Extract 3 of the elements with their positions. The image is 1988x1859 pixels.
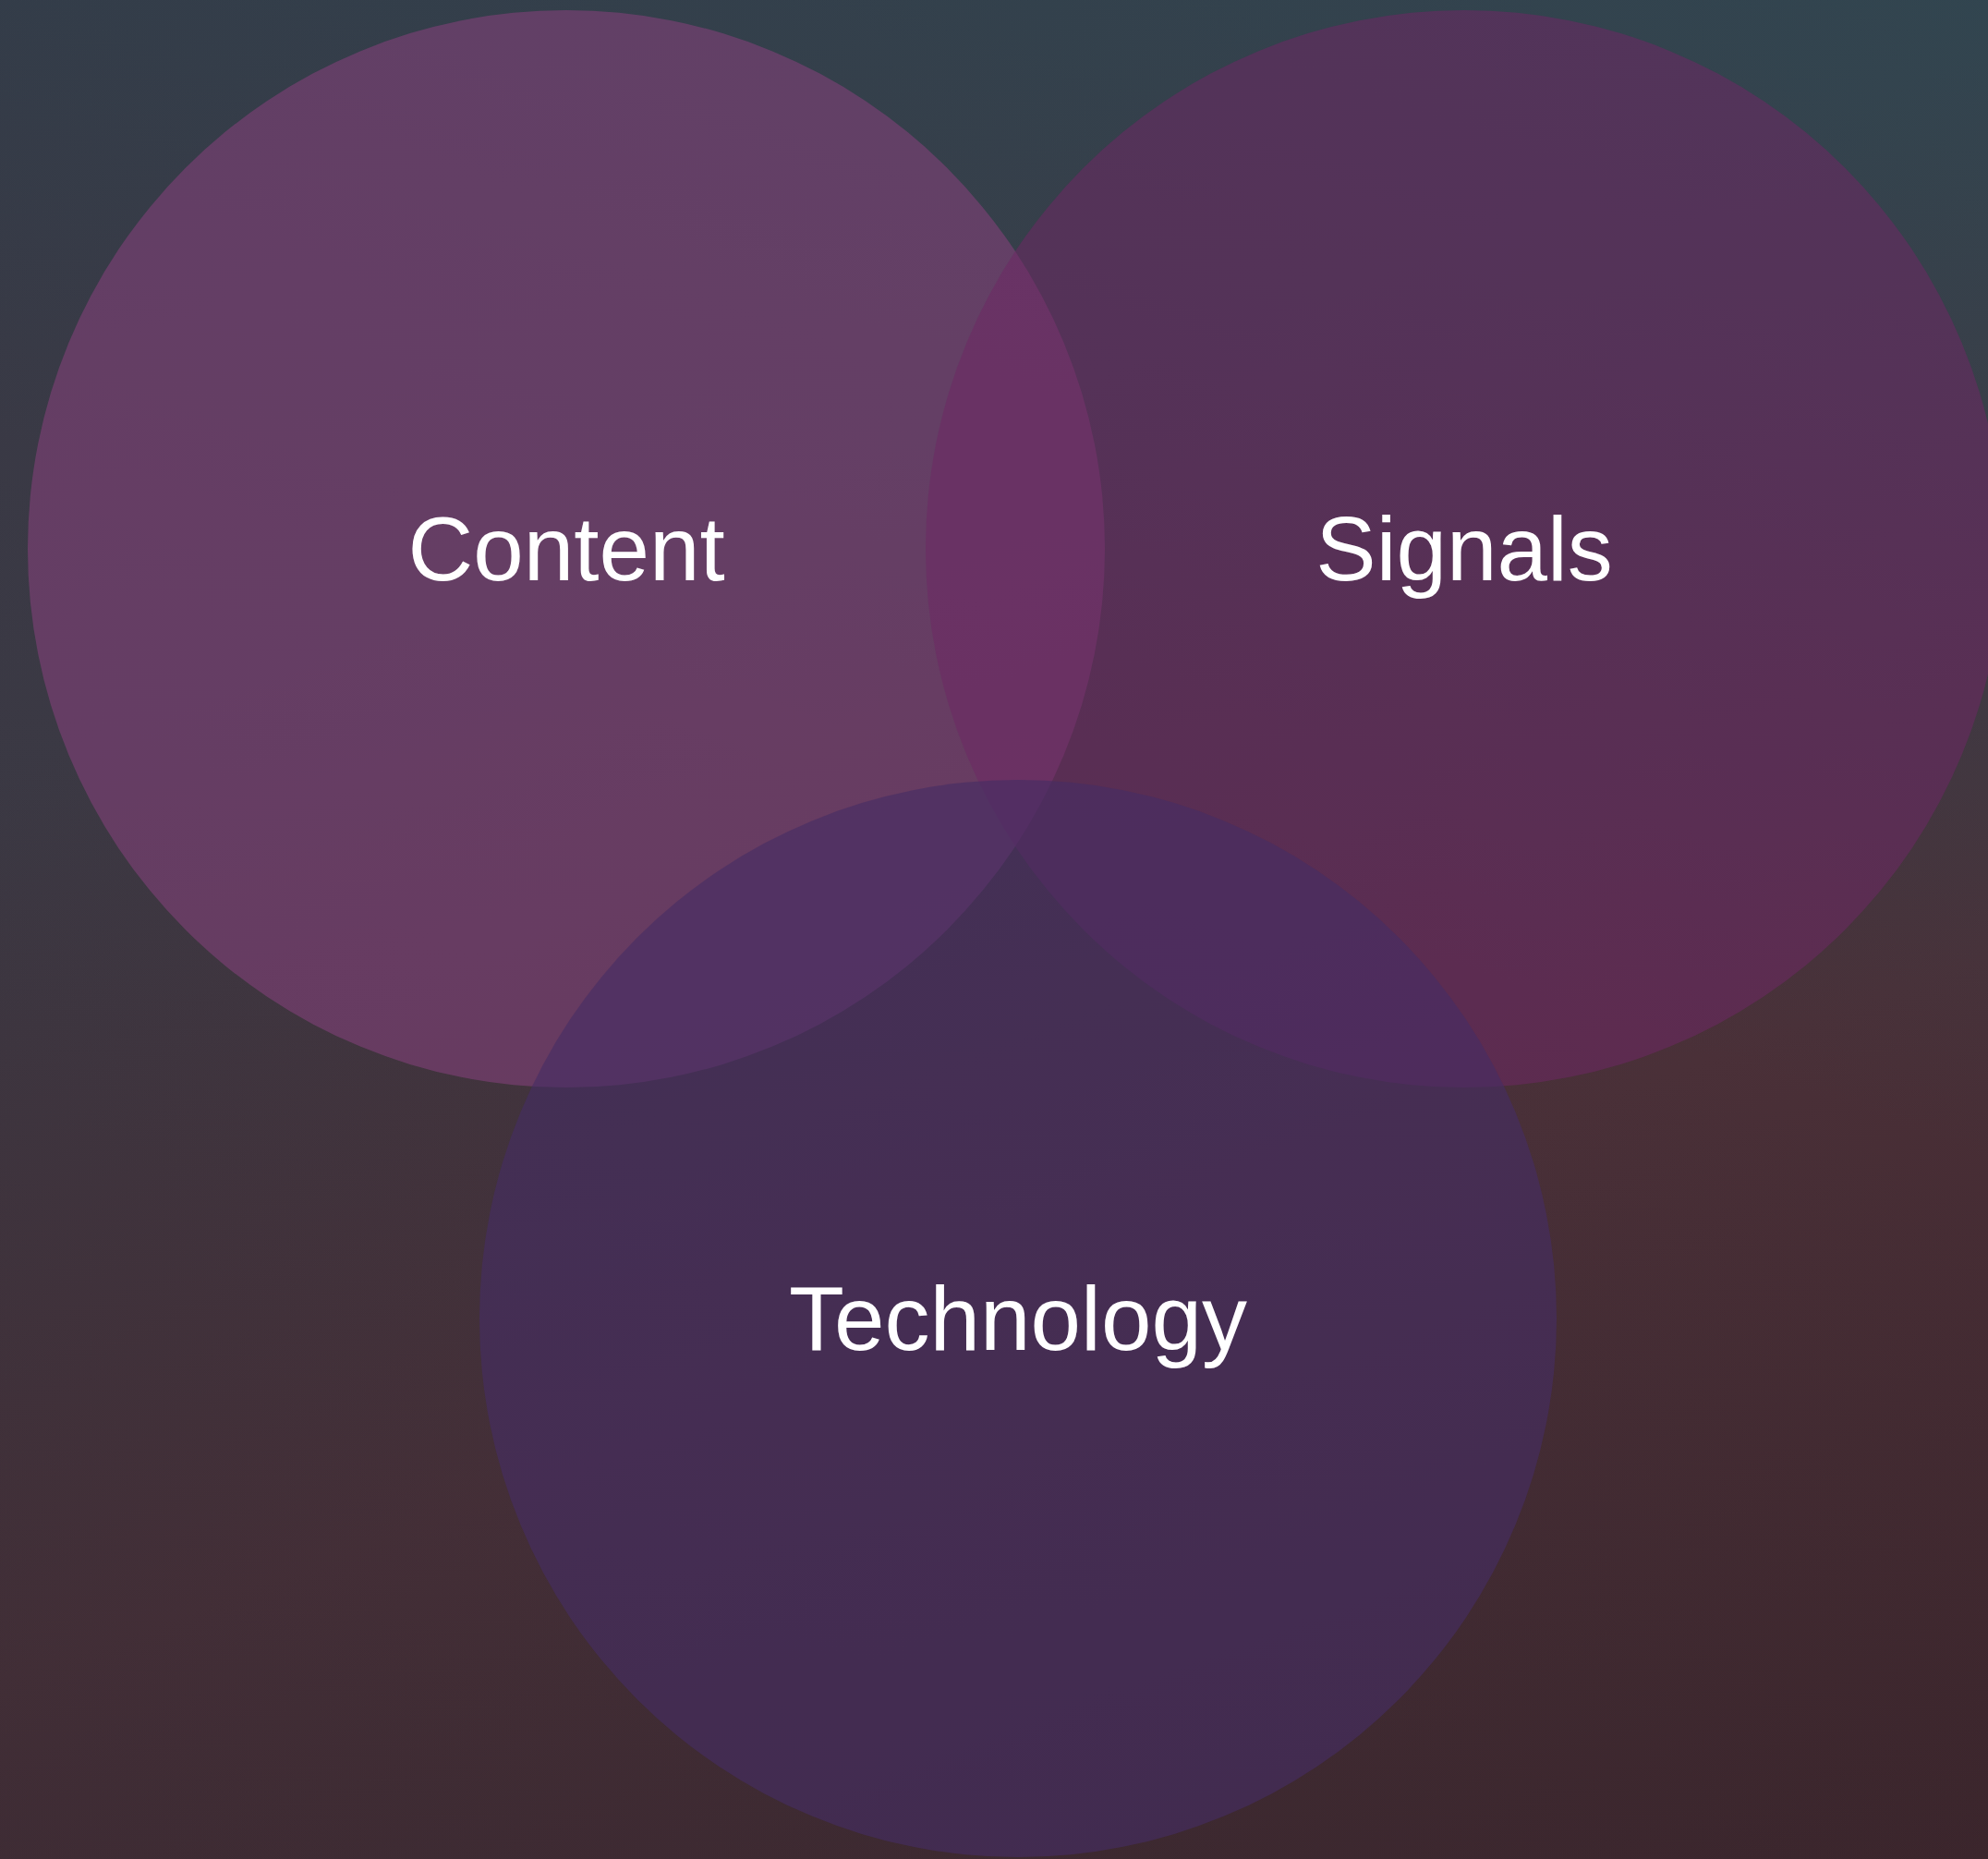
circle-label: Signals: [1315, 496, 1613, 601]
circle-label: Content: [407, 496, 725, 601]
circle-label: Technology: [789, 1266, 1247, 1371]
